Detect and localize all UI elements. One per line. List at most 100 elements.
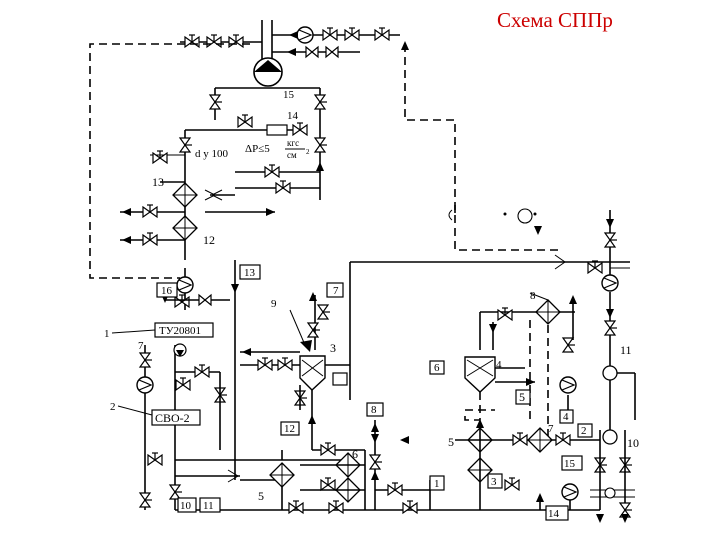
pump-icon [559,376,577,394]
valve-icon [277,357,293,371]
valve-icon [307,322,321,338]
valve-icon [344,27,360,41]
valve-icon [314,137,328,153]
label-14: 14 [287,110,299,122]
valve-icon [169,484,183,500]
valve-icon [402,500,418,514]
label-13b: 13 [244,267,256,279]
valve-icon [619,457,633,473]
right-top [448,208,636,430]
central-network [136,260,600,514]
label-ty: ТУ20801 [159,325,201,337]
pump-icon [561,483,579,501]
valve-icon [139,492,153,508]
valve-icon [328,500,344,514]
valve-icon [322,27,338,41]
label-12: 12 [203,233,215,247]
pump-icon [296,26,314,44]
label-dy: d у 100 [195,148,229,160]
pump-icon [176,276,194,294]
label-15: 15 [283,89,295,101]
separator-icon [299,355,326,391]
valve-icon [264,164,280,178]
valve-icon [604,232,618,248]
valve-icon [147,452,163,466]
label-unit-bot: см [287,150,297,160]
valve-icon [237,114,253,128]
filter-icon [269,462,295,488]
label-15b: 15 [564,458,576,470]
valve-icon [292,122,308,136]
right-center [455,292,635,523]
valve-icon [604,320,618,336]
label-cbo: СВО-2 [155,411,190,425]
valve-icon [175,377,191,391]
valve-icon [275,180,291,194]
label-11b: 11 [203,500,214,512]
pump-icon [601,274,619,292]
label-box-cbo [151,409,201,426]
label-14b: 14 [548,508,560,520]
label-dp: ΔP≤5 [245,143,270,155]
valve-icon [374,27,390,41]
valve-icon [314,94,328,110]
valve-icon [555,432,571,446]
check-valve-icon [305,46,319,58]
label-3b: 3 [491,476,497,488]
label-unit-exp: 2 [306,148,310,156]
label-5c: 5 [448,435,454,449]
valve-icon [228,34,244,48]
valve-icon [320,477,336,491]
valve-icon [294,390,308,406]
label-1: 1 [104,328,110,340]
valve-icon [257,357,273,371]
label-16: 16 [161,285,173,297]
label-12b: 12 [284,423,295,435]
label-5: 5 [258,489,264,503]
separator-icon [464,356,496,393]
label-10: 10 [180,500,192,512]
valve-icon [206,34,222,48]
valve-icon [214,387,228,403]
label-5b: 5 [519,390,525,404]
filter-icon [172,182,198,208]
label-8b: 8 [530,290,536,302]
valve-icon [562,337,576,353]
label-2b: 2 [581,425,587,437]
label-11: 11 [620,343,632,357]
valve-icon [179,137,193,153]
label-7: 7 [333,285,339,297]
diagram-title: Схема СППр [497,8,613,32]
label-unit-top: кгс [287,138,299,148]
label-7c: 7 [548,423,554,435]
valve-icon [320,442,336,456]
label-10b: 10 [627,436,639,450]
filter-icon [535,299,561,325]
top-unit [89,20,560,279]
valve-icon [594,457,608,473]
valve-icon [288,500,304,514]
pump-icon [136,376,154,394]
valve-icon [317,304,331,320]
label-8: 8 [371,404,377,416]
label-13: 13 [152,175,164,189]
valve-icon [504,477,520,491]
valve-icon [497,307,513,321]
valve-icon [369,454,383,470]
label-4b: 4 [563,411,569,423]
label-6b: 6 [352,447,358,461]
label-7b: 7 [138,340,144,352]
label-1b: 1 [434,478,440,490]
label-9: 9 [271,298,277,310]
label-2: 2 [110,401,116,413]
filter-icon [172,215,198,241]
valve-icon [142,232,158,246]
valve-icon [184,34,200,48]
valve-icon [142,204,158,218]
valve-icon [209,94,223,110]
check-valve-icon [325,46,339,58]
valve-icon [194,364,210,378]
label-4: 4 [496,359,502,371]
valve-icon [139,352,153,368]
